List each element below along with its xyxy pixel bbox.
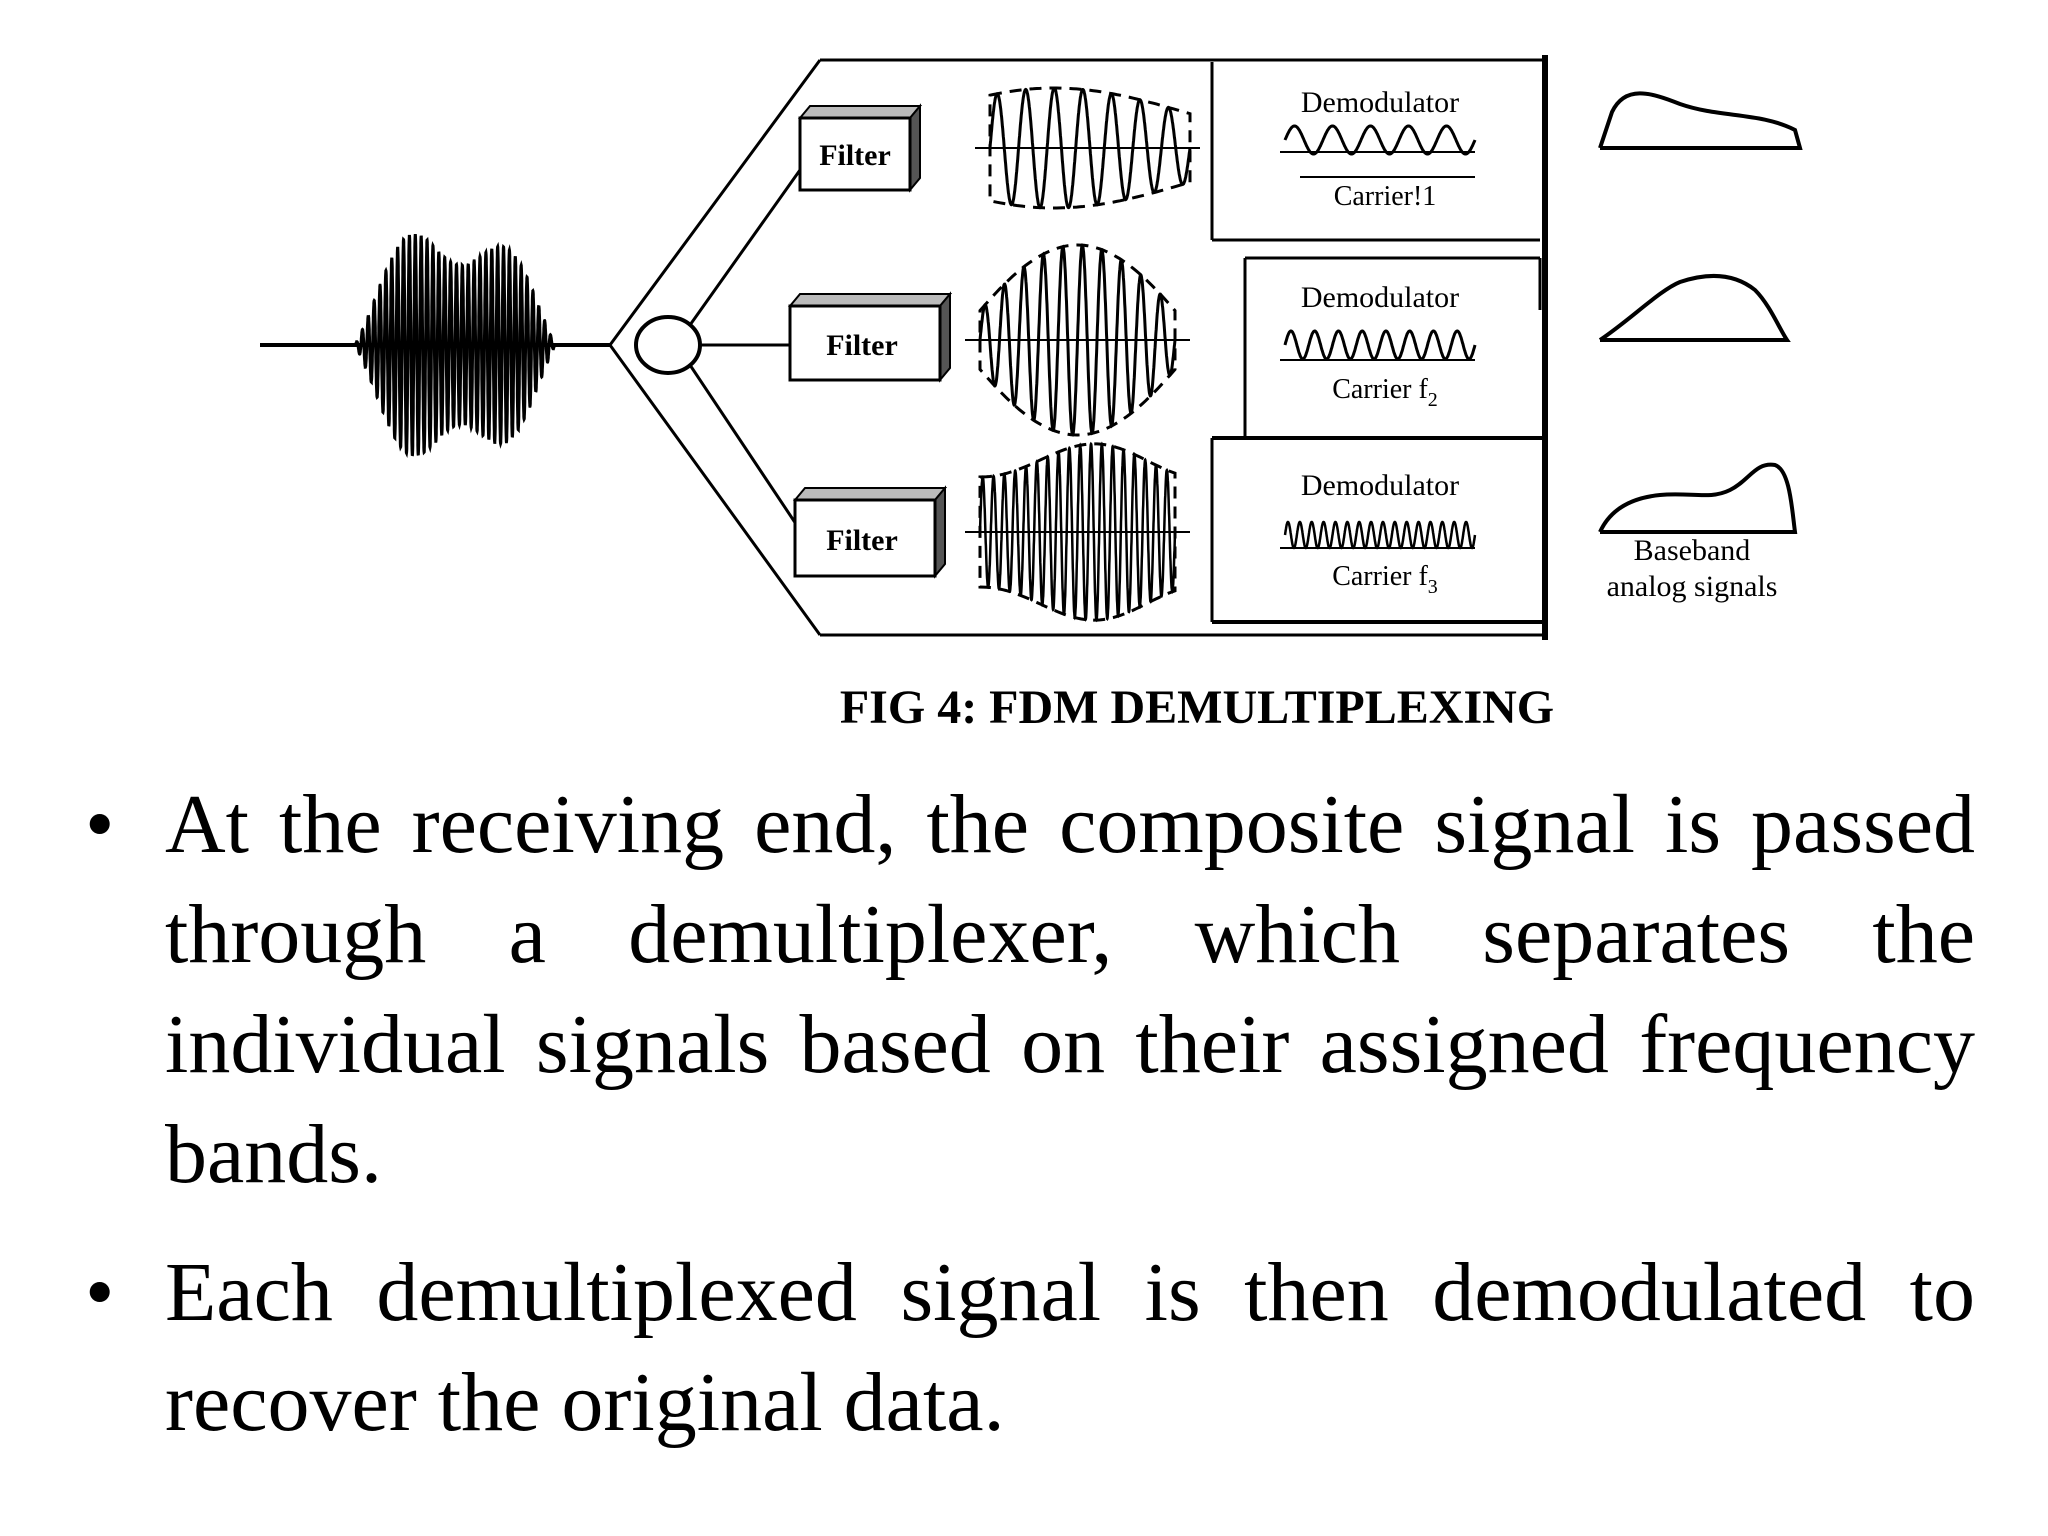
baseband-label-line2: analog signals — [1607, 570, 1778, 603]
figure-caption: FIG 4: FDM DEMULTIPLEXING — [0, 680, 2048, 735]
splitter-node — [634, 315, 702, 375]
filter-box-3: Filter — [792, 485, 948, 579]
carrier-label-2: Carrier f — [1332, 374, 1428, 405]
bullet-marker: • — [85, 778, 115, 871]
figure-caption-text: FIG 4: FDM DEMULTIPLEXING — [839, 681, 1555, 734]
bullet-marker: • — [85, 1246, 115, 1339]
filter-box-1: Filter — [797, 103, 923, 193]
carrier-wave-2 — [1283, 329, 1477, 361]
filter-label-1: Filter — [819, 139, 891, 172]
branch-line-3 — [688, 364, 802, 531]
carrier-subscript-2: 2 — [1428, 389, 1438, 411]
baseband-signal-1 — [1598, 91, 1803, 150]
composite-signal-waveform — [353, 234, 557, 458]
baseband-label-line1: Baseband — [1634, 534, 1751, 567]
filtered-signal-1 — [988, 86, 1192, 210]
filtered-signal-2 — [978, 243, 1177, 437]
demodulator-label-1: Demodulator — [1301, 86, 1459, 119]
bullet-item-2: • Each demultiplexed signal is then demo… — [75, 1238, 1975, 1458]
svg-text:Carrier f3: Carrier f3 — [1332, 561, 1438, 598]
filter-label-2: Filter — [826, 329, 898, 362]
outer-branch-frame — [608, 59, 822, 636]
carrier-label-1: Carrier!1 — [1334, 181, 1437, 212]
demodulator-box-1: Demodulator Carrier!1 — [1210, 62, 1540, 242]
filtered-signal-3 — [978, 441, 1177, 623]
filtered-envelope-3 — [978, 442, 1177, 622]
filtered-envelope-1 — [988, 86, 1192, 210]
filter-box-2: Filter — [787, 291, 953, 383]
carrier-wave-1 — [1283, 124, 1477, 156]
filtered-envelope-2 — [978, 243, 1177, 437]
bullet-item-1: • At the receiving end, the composite si… — [75, 770, 1975, 1210]
bullet-text-2: Each demultiplexed signal is then demodu… — [165, 1246, 1975, 1449]
fdm-demultiplexing-diagram: Filter Filter Filter Demodulator Carrier… — [260, 55, 1803, 640]
bullet-text-1: At the receiving end, the composite sign… — [165, 778, 1975, 1201]
carrier-label-3: Carrier f — [1332, 561, 1428, 592]
filter-label-3: Filter — [826, 524, 898, 557]
bullet-list: • At the receiving end, the composite si… — [75, 770, 1975, 1486]
carrier-wave-3 — [1283, 520, 1477, 550]
demodulator-box-3: Demodulator Carrier f3 — [1210, 438, 1545, 624]
svg-text:Carrier f2: Carrier f2 — [1332, 374, 1438, 411]
demodulator-label-3: Demodulator — [1301, 469, 1459, 502]
branch-line-1 — [688, 169, 802, 326]
baseband-signal-2 — [1598, 273, 1791, 342]
demodulator-box-2: Demodulator Carrier f2 — [1212, 256, 1545, 440]
baseband-signal-3 — [1598, 462, 1798, 534]
demodulator-label-2: Demodulator — [1301, 281, 1459, 314]
carrier-subscript-3: 3 — [1428, 576, 1438, 598]
